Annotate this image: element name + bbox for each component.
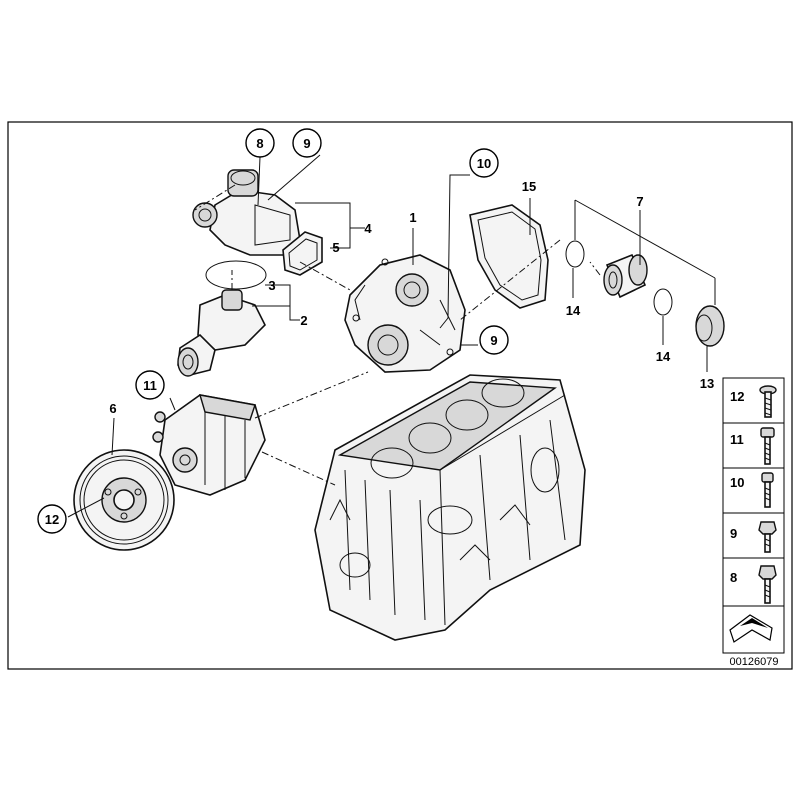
diagram-ref-number: 00126079 [730, 656, 779, 668]
label-14a: 14 [566, 303, 581, 318]
gasket-15 [469, 204, 549, 309]
label-6: 6 [109, 401, 116, 416]
bolt-8: 8 [730, 565, 777, 604]
pipe-connector-7 [603, 253, 648, 299]
label-4: 4 [364, 221, 372, 236]
label-1: 1 [409, 210, 416, 225]
svg-text:12: 12 [730, 389, 744, 404]
label-13: 13 [700, 376, 714, 391]
svg-text:11: 11 [143, 378, 157, 393]
arrow-icon [729, 614, 773, 643]
o-ring-14a [565, 240, 585, 268]
label-3: 3 [268, 278, 275, 293]
cap-13 [695, 305, 725, 347]
bolt-10: 10 [730, 472, 774, 508]
svg-text:8: 8 [730, 570, 737, 585]
svg-text:9: 9 [730, 526, 737, 541]
label-2: 2 [300, 313, 307, 328]
thermostat-housing-lower [177, 289, 266, 377]
o-ring-14b [653, 288, 673, 316]
svg-text:10: 10 [730, 475, 744, 490]
bolt-12: 12 [730, 385, 777, 418]
svg-text:9: 9 [303, 136, 310, 151]
callout-9-top: 9 [292, 128, 322, 158]
diagram-frame [7, 121, 793, 670]
gasket-5 [282, 231, 323, 276]
pump-11 [152, 394, 266, 496]
svg-text:10: 10 [477, 156, 491, 171]
svg-text:8: 8 [256, 136, 263, 151]
label-15: 15 [522, 179, 536, 194]
callout-11: 11 [135, 370, 165, 400]
svg-text:12: 12 [45, 512, 59, 527]
bolt-legend: 12 11 10 9 8 [722, 377, 785, 654]
leader-lines [67, 154, 716, 518]
svg-text:11: 11 [730, 432, 744, 447]
bolt-11: 11 [730, 427, 775, 465]
callout-8: 8 [245, 128, 275, 158]
engine-block [314, 374, 586, 641]
callout-9-mid: 9 [479, 325, 509, 355]
label-5: 5 [332, 240, 339, 255]
label-7: 7 [636, 194, 643, 209]
o-ring-3 [205, 260, 267, 290]
bolt-9: 9 [730, 521, 777, 553]
label-14b: 14 [656, 349, 671, 364]
svg-text:9: 9 [490, 333, 497, 348]
pulley-6 [73, 449, 175, 551]
water-pump [344, 254, 466, 373]
thermostat-housing-upper [192, 169, 301, 256]
callout-12: 12 [37, 504, 67, 534]
callout-10: 10 [469, 148, 499, 178]
